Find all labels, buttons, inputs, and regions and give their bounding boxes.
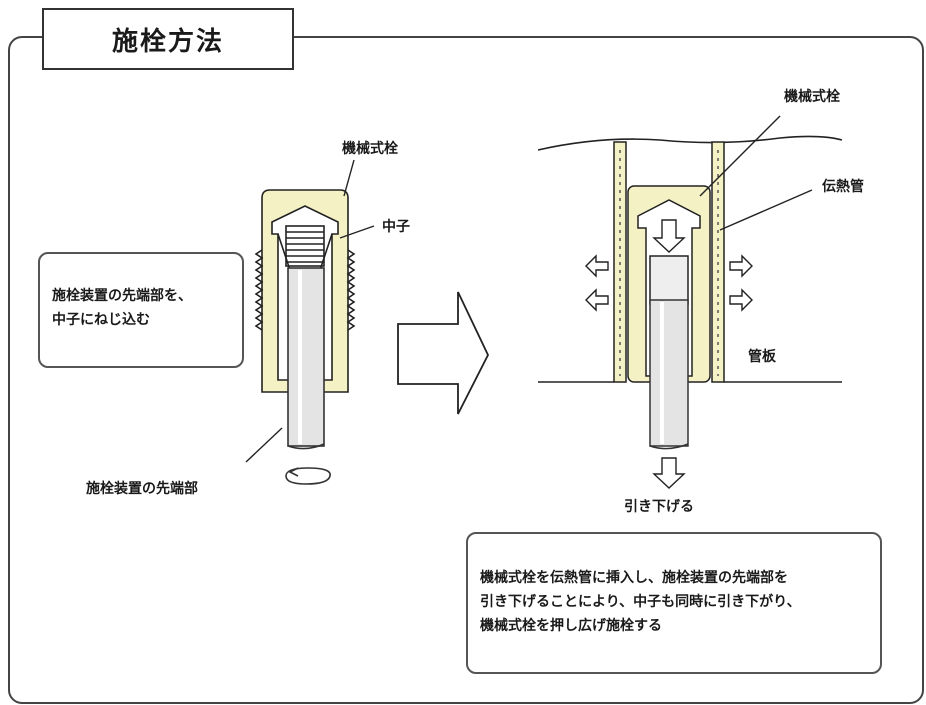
right-note-line-1: 機械式栓を伝熱管に挿入し、施栓装置の先端部を xyxy=(480,570,788,586)
label-heat-tube: 伝熱管 xyxy=(822,179,864,195)
tube-cut-line xyxy=(537,135,843,151)
down-arrow-inner xyxy=(652,219,686,253)
right-note-line-2: 引き下げることにより、中子も同時に引き下がり、 xyxy=(480,594,801,610)
label-core: 中子 xyxy=(382,219,410,235)
label-plug-left: 機械式栓 xyxy=(342,141,398,157)
right-note-box: 機械式栓を伝熱管に挿入し、施栓装置の先端部を 引き下げることにより、中子も同時に… xyxy=(466,532,882,674)
pull-down-arrow xyxy=(652,457,686,489)
label-tube-sheet: 管板 xyxy=(748,349,776,365)
left-note-box: 施栓装置の先端部を、 中子にねじ込む xyxy=(38,252,244,368)
expand-arrows xyxy=(585,254,753,312)
diagram-title: 施栓方法 xyxy=(111,26,224,57)
right-tool-shaft xyxy=(649,299,689,450)
left-note-line-2: 中子にねじ込む xyxy=(52,312,150,328)
label-pull-down: 引き下げる xyxy=(624,499,694,515)
label-plug-right: 機械式栓 xyxy=(784,89,840,105)
left-tool-shaft xyxy=(285,267,331,485)
right-note-line-3: 機械式栓を押し広げ施栓する xyxy=(480,618,662,634)
label-tool-tip: 施栓装置の先端部 xyxy=(86,481,198,497)
heat-tube-walls xyxy=(613,141,725,383)
title-box: 施栓方法 xyxy=(42,8,294,70)
left-leaders xyxy=(245,159,375,463)
process-arrow xyxy=(397,291,490,415)
right-leaders xyxy=(699,115,813,231)
left-note-line-1: 施栓装置の先端部を、 xyxy=(52,288,192,304)
